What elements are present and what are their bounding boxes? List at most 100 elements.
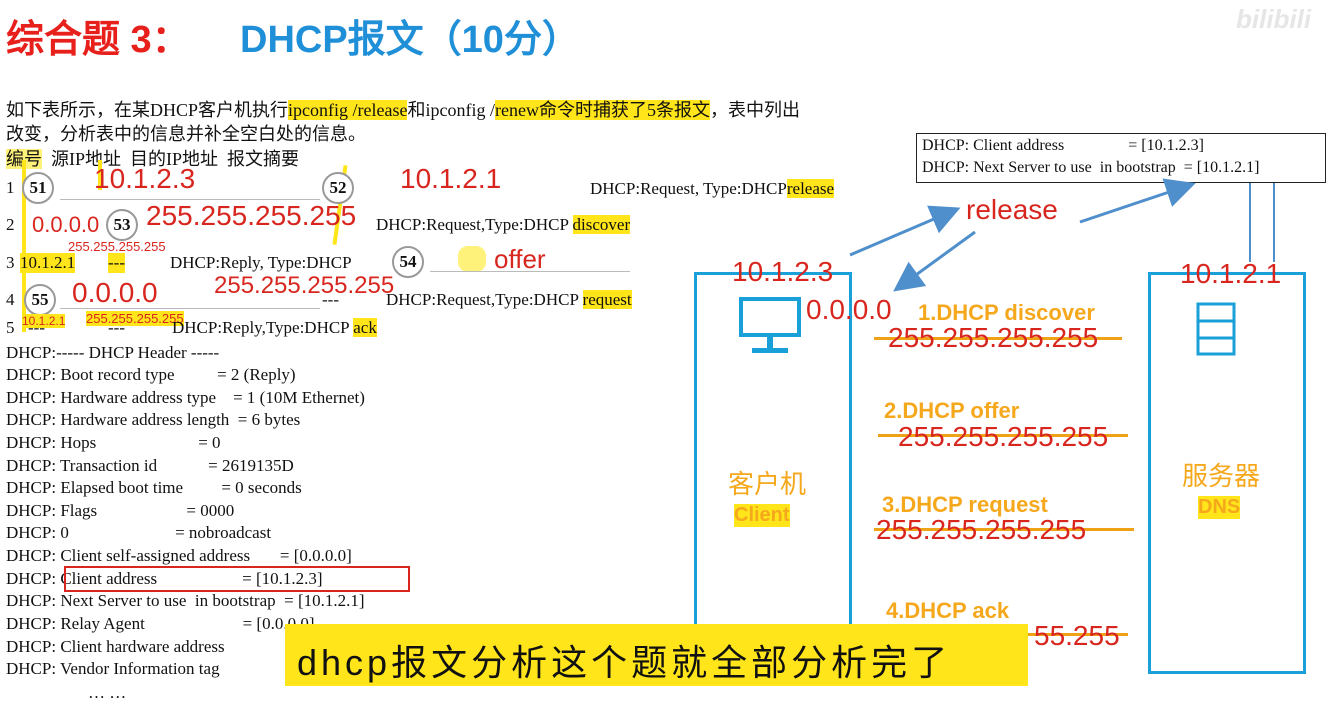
row2-note: 255.255.255.255: [68, 239, 166, 254]
row4-type: request: [582, 290, 632, 309]
computer-icon: [738, 296, 802, 361]
detail-line-6: DHCP: Elapsed boot time = 0 seconds: [6, 478, 302, 497]
detail-line-13: DHCP: Client hardware address: [6, 637, 225, 656]
detail-line-0: DHCP:----- DHCP Header -----: [6, 343, 220, 362]
step1-arrow: [874, 337, 1122, 340]
row3-highlight-dot: [458, 246, 486, 272]
subtitle-text: dhcp报文分析这个题就全部分析完了: [297, 642, 952, 683]
watermark-logo: bilibili: [1236, 4, 1312, 34]
header-no: 编号: [6, 149, 42, 169]
subtitle-banner: dhcp报文分析这个题就全部分析完了: [285, 624, 1028, 686]
row5-no: 5: [6, 318, 15, 337]
client-ip: 10.1.2.3: [732, 256, 834, 287]
row4-summary-text: DHCP:Request,Type:DHCP: [386, 290, 579, 309]
client-cn-label: 客户机: [728, 469, 807, 499]
row4-dst: ---: [322, 290, 339, 309]
row2-no: 2: [6, 215, 15, 234]
header-dst: 目的IP地址: [130, 149, 219, 169]
row2-src: 0.0.0.0: [32, 212, 100, 237]
row5-summary: DHCP:Reply,Type:DHCP ack: [172, 318, 377, 338]
intro-text-d: renew命令时捕获了5条报文: [494, 100, 710, 120]
info-box: DHCP: Client address = [10.1.2.3] DHCP: …: [916, 133, 1326, 183]
detail-line-5: DHCP: Transaction id = 2619135D: [6, 456, 294, 475]
row3-summary: DHCP:Reply, Type:DHCP: [170, 253, 352, 272]
row2-summary-text: DHCP:Request,Type:DHCP: [376, 215, 569, 234]
step2-addr: 255.255.255.255: [898, 421, 1109, 452]
server-en-label: DNS: [1198, 496, 1241, 519]
client-zero-ip: 0.0.0.0: [806, 294, 892, 325]
row1-src-blank: 51: [22, 172, 54, 204]
row3-rule: [430, 271, 630, 272]
highlight-mark-left: [22, 160, 26, 332]
row4-summary: DHCP:Request,Type:DHCP request: [386, 290, 632, 310]
row5-dst-note: 255.255.255.255: [86, 311, 184, 326]
detail-line-15: … …: [88, 683, 127, 702]
client-address-box: [64, 566, 410, 592]
row1-dst-blank: 52: [322, 172, 354, 204]
step3-label: 3.DHCP request: [882, 492, 1048, 518]
step4-arrow: [1000, 633, 1128, 636]
row2-dst-blank: 53: [106, 209, 138, 241]
row1-summary-text: DHCP:Request, Type:DHCP: [590, 179, 787, 198]
step1-label: 1.DHCP discover: [918, 300, 1095, 325]
detail-line-9: DHCP: Client self-assigned address = [0.…: [6, 546, 352, 565]
row1-no: 1: [6, 178, 15, 197]
intro-line-2: 改变，分析表中的信息并补全空白处的信息。: [6, 124, 366, 144]
release-label: release: [966, 194, 1058, 225]
detail-line-14: DHCP: Vendor Information tag: [6, 659, 220, 678]
row4-src-answer: 0.0.0.0: [72, 277, 158, 308]
release-arrow-up: [849, 205, 961, 257]
detail-line-4: DHCP: Hops = 0: [6, 433, 221, 452]
title-main: DHCP报文（10分）: [240, 19, 580, 61]
detail-line-7: DHCP: Flags = 0000: [6, 501, 235, 520]
step4-addr: 55.255: [1034, 620, 1120, 651]
highlight-mark-src: [98, 160, 102, 190]
intro-line-1: 如下表所示，在某DHCP客户机执行ipconfig /release和ipcon…: [6, 96, 800, 122]
row4-rule: [60, 308, 320, 309]
detail-line-11: DHCP: Next Server to use in bootstrap = …: [6, 591, 365, 610]
row3-no: 3: [6, 253, 15, 272]
row1-dst-answer: 10.1.2.1: [400, 163, 502, 194]
row4-dst-answer: 255.255.255.255: [214, 272, 395, 299]
release-arrow-right: [1079, 178, 1196, 224]
table-header: 编号 源IP地址 目的IP地址 报文摘要: [6, 145, 299, 171]
row1-type: release: [786, 179, 835, 198]
row2-dst-answer: 255.255.255.255: [146, 200, 357, 231]
step4-label: 4.DHCP ack: [886, 598, 1010, 623]
info-line-2: DHCP: Next Server to use in bootstrap = …: [922, 159, 1260, 176]
detail-line-3: DHCP: Hardware address length = 6 bytes: [6, 410, 301, 429]
client-en-label: Client: [734, 504, 790, 527]
header-src: 源IP地址: [51, 149, 122, 169]
row5-type: ack: [353, 318, 377, 337]
header-summary: 报文摘要: [227, 149, 300, 169]
server-ip: 10.1.2.1: [1180, 258, 1282, 289]
row5-summary-text: DHCP:Reply,Type:DHCP: [172, 318, 350, 337]
intro-text-e: ，表中列出: [709, 100, 800, 120]
detail-line-1: DHCP: Boot record type = 2 (Reply): [6, 365, 296, 384]
detail-line-10: DHCP: Client address = [10.1.2.3]: [6, 569, 323, 588]
release-arrow-down: [893, 230, 976, 292]
step2-label: 2.DHCP offer: [884, 398, 1020, 423]
step2-arrow: [878, 434, 1128, 437]
row3-src: 10.1.2.1: [20, 253, 76, 273]
row2-type: discover: [572, 215, 631, 234]
step3-arrow: [874, 528, 1134, 531]
row3-type-answer: offer: [494, 244, 546, 274]
row1-summary: DHCP:Request, Type:DHCPrelease: [590, 179, 835, 199]
detail-line-8: DHCP: 0 = nobroadcast: [6, 523, 272, 542]
server-box: [1148, 272, 1306, 674]
detail-line-2: DHCP: Hardware address type = 1 (10M Eth…: [6, 388, 365, 407]
row1-src-answer: 10.1.2.3: [94, 163, 196, 194]
row1-rule: [60, 199, 320, 200]
server-icon: [1196, 302, 1236, 363]
row3-type-blank: 54: [392, 246, 424, 278]
step3-label-text: 3.DHCP request: [882, 492, 1048, 517]
info-line-1: DHCP: Client address = [10.1.2.3]: [922, 137, 1204, 154]
detail-line-12: DHCP: Relay Agent = [0.0.0.0]: [6, 614, 315, 633]
title-prefix: 综合题 3：: [6, 19, 190, 61]
intro-text-c: 和ipconfig /: [407, 100, 495, 120]
server-cn-label: 服务器: [1182, 461, 1261, 491]
step1-addr: 255.255.255.255: [888, 322, 1099, 353]
row4-no: 4: [6, 290, 15, 309]
